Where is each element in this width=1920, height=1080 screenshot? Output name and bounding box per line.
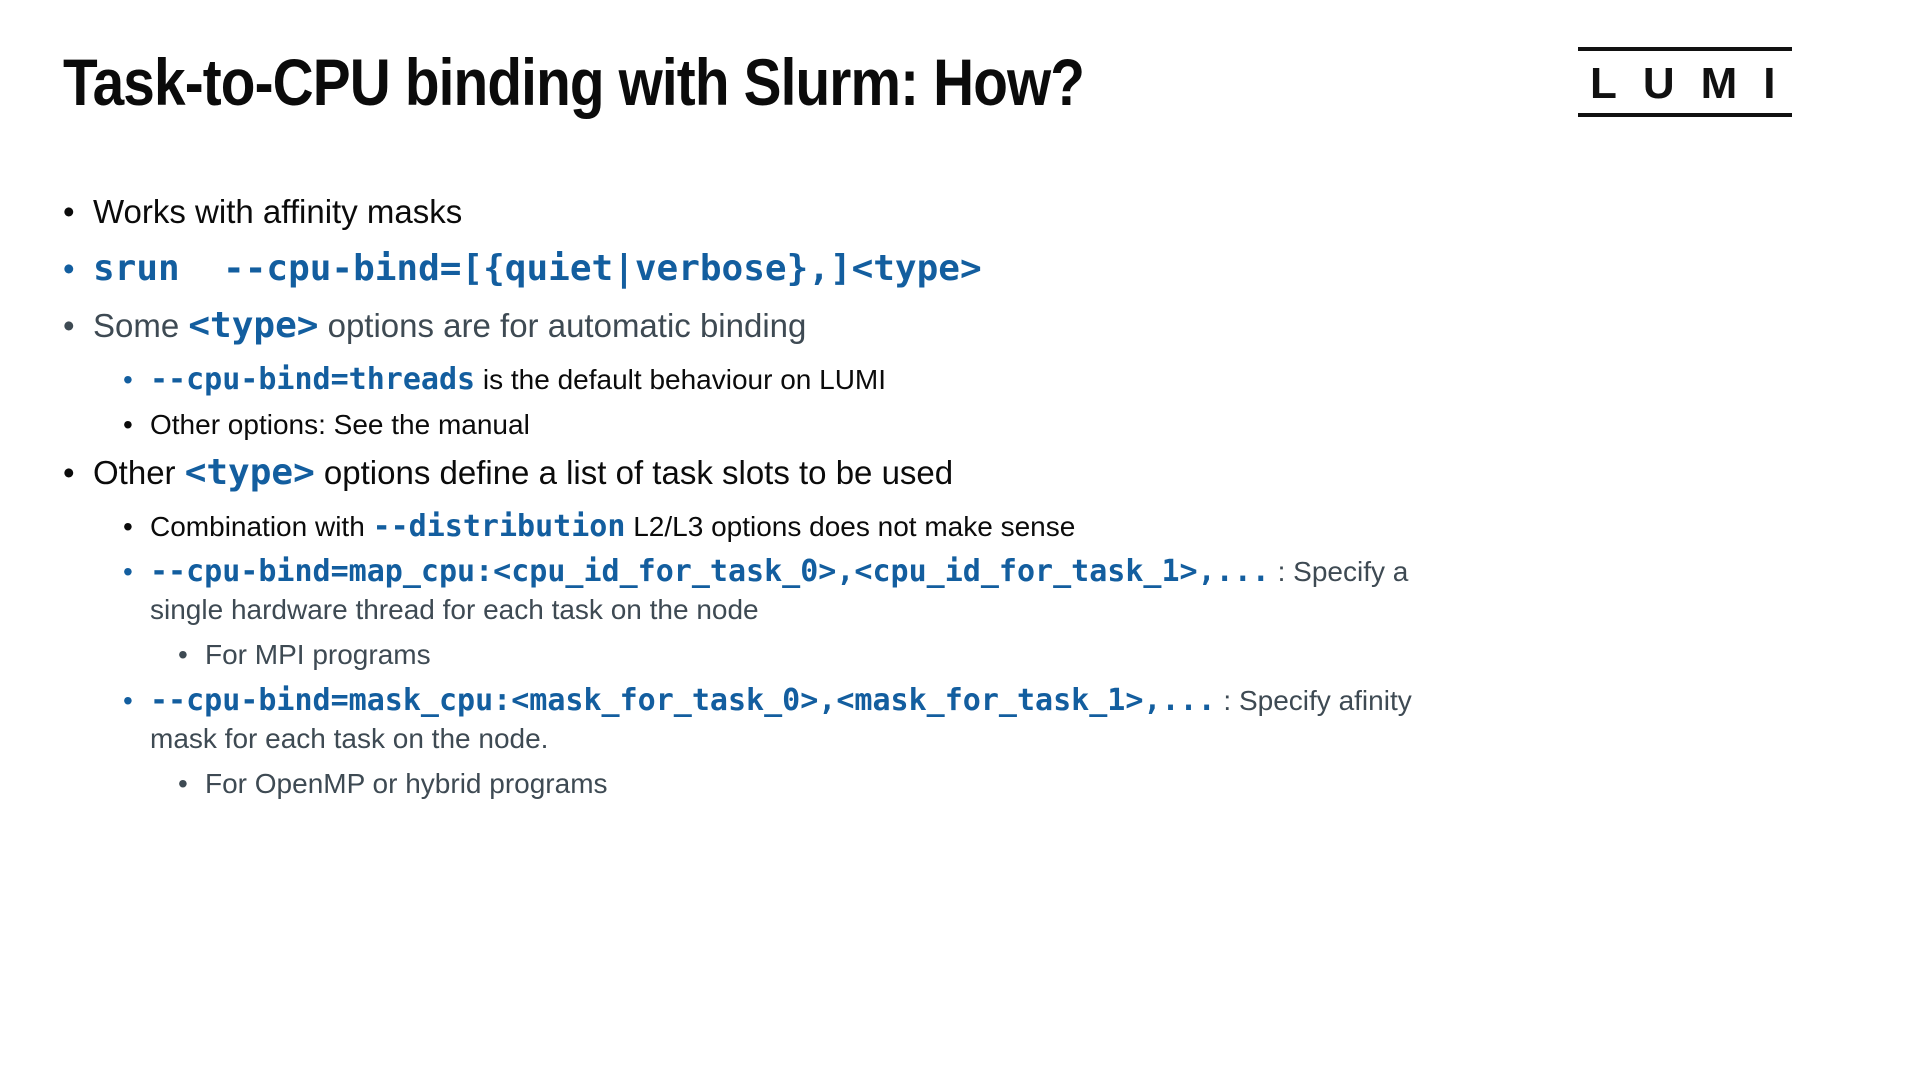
- bullet-glyph: •: [123, 556, 133, 587]
- bullet-item-cpu-bind-threads: • --cpu-bind=threads is the default beha…: [123, 361, 1523, 399]
- bullet-text: Other <type> options define a list of ta…: [93, 451, 1523, 495]
- bullet-text: --cpu-bind=threads is the default behavi…: [150, 361, 1523, 399]
- text-segment: Some: [93, 307, 189, 344]
- text-segment: : Specify a: [1269, 556, 1409, 587]
- bullet-item-map-cpu: • --cpu-bind=map_cpu:<cpu_id_for_task_0>…: [123, 553, 1523, 629]
- bullet-glyph: •: [63, 193, 75, 230]
- code-segment: --distribution: [372, 509, 626, 544]
- bullet-item-for-openmp-hybrid: • For OpenMP or hybrid programs: [178, 765, 1523, 803]
- code-segment: --cpu-bind=map_cpu:<cpu_id_for_task_0>,<…: [150, 554, 1270, 589]
- bullet-glyph: •: [63, 250, 75, 287]
- code-segment: --cpu-bind=threads: [150, 362, 476, 397]
- bullet-text: Some <type> options are for automatic bi…: [93, 304, 1523, 348]
- code-segment: <type>: [184, 452, 315, 493]
- bullet-glyph: •: [123, 511, 133, 542]
- bullet-text: Combination with --distribution L2/L3 op…: [150, 508, 1523, 546]
- text-segment: Combination with: [150, 511, 373, 542]
- code-segment: <type>: [188, 305, 319, 346]
- bullet-glyph: •: [123, 685, 133, 716]
- bullet-glyph: •: [178, 768, 188, 799]
- text-segment: options define a list of task slots to b…: [314, 454, 954, 491]
- text-segment: Other options: See the manual: [150, 409, 530, 440]
- bullet-item-other-type-options: • Other <type> options define a list of …: [63, 451, 1523, 495]
- bullet-item-some-type-options: • Some <type> options are for automatic …: [63, 304, 1523, 348]
- bullet-text: Works with affinity masks: [93, 190, 1523, 234]
- text-segment: Works with affinity masks: [93, 193, 463, 230]
- bullet-glyph: •: [178, 639, 188, 670]
- bullet-item-combination-distribution: • Combination with --distribution L2/L3 …: [123, 508, 1523, 546]
- bullet-list: • Works with affinity masks • srun --cpu…: [63, 190, 1523, 811]
- bullet-item-mask-cpu: • --cpu-bind=mask_cpu:<mask_for_task_0>,…: [123, 682, 1523, 758]
- text-segment: is the default behaviour on LUMI: [475, 364, 887, 395]
- text-segment: : Specify afinity: [1215, 685, 1412, 716]
- text-segment: For MPI programs: [205, 639, 431, 670]
- bullet-text: For MPI programs: [205, 636, 1523, 674]
- bullet-text: For OpenMP or hybrid programs: [205, 765, 1523, 803]
- bullet-glyph: •: [63, 307, 75, 344]
- wrapped-line: mask for each task on the node.: [150, 723, 549, 754]
- code-segment: srun --cpu-bind=[{quiet|verbose},]<type>: [93, 248, 982, 289]
- bullet-item-works-with-affinity-masks: • Works with affinity masks: [63, 190, 1523, 234]
- bullet-glyph: •: [63, 454, 75, 491]
- bullet-text: srun --cpu-bind=[{quiet|verbose},]<type>: [93, 247, 1523, 291]
- bullet-item-srun-cpu-bind: • srun --cpu-bind=[{quiet|verbose},]<typ…: [63, 247, 1523, 291]
- text-segment: L2/L3 options does not make sense: [625, 511, 1076, 542]
- code-segment: --cpu-bind=mask_cpu:<mask_for_task_0>,<m…: [150, 683, 1216, 718]
- slide-title: Task-to-CPU binding with Slurm: How?: [63, 45, 1085, 119]
- bullet-item-other-options-manual: • Other options: See the manual: [123, 406, 1523, 444]
- wrapped-line: single hardware thread for each task on …: [150, 594, 759, 625]
- text-segment: Other: [93, 454, 185, 491]
- bullet-glyph: •: [123, 409, 133, 440]
- bullet-glyph: •: [123, 364, 133, 395]
- text-segment: options are for automatic binding: [318, 307, 807, 344]
- bullet-item-for-mpi-programs: • For MPI programs: [178, 636, 1523, 674]
- lumi-logo: LUMI: [1578, 47, 1792, 117]
- bullet-text: --cpu-bind=mask_cpu:<mask_for_task_0>,<m…: [150, 682, 1523, 758]
- text-segment: For OpenMP or hybrid programs: [205, 768, 608, 799]
- bullet-text: Other options: See the manual: [150, 406, 1523, 444]
- bullet-text: --cpu-bind=map_cpu:<cpu_id_for_task_0>,<…: [150, 553, 1523, 629]
